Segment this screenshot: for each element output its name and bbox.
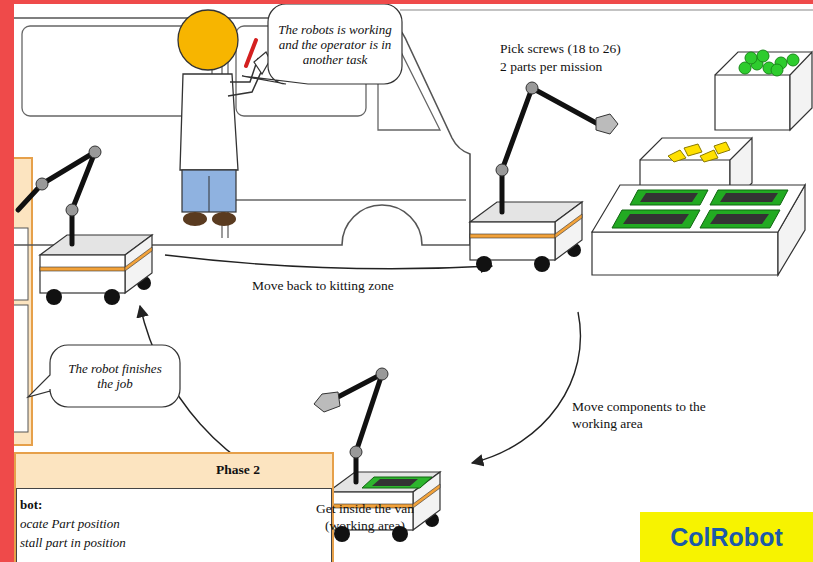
brand-box: ColRobot: [640, 512, 813, 562]
operator-head: [178, 10, 238, 70]
robot-arm: [336, 374, 382, 482]
frame-bar: [0, 0, 14, 562]
kit-tray: [700, 210, 780, 228]
operator-leg-line: [209, 176, 210, 212]
bin-front: [715, 75, 790, 130]
bin-edge: [640, 138, 752, 160]
step-item: stall part in position: [20, 533, 328, 552]
header-rule: [400, 9, 813, 10]
pcb-part: [710, 214, 769, 224]
route-arrow: [472, 312, 580, 463]
yellow-part: [684, 144, 702, 156]
operator-shirt: [180, 74, 238, 170]
step-item: ocate Part position: [20, 514, 328, 533]
robot-joint: [350, 446, 362, 458]
step-note: 2 parts per mission: [500, 58, 602, 75]
screw-ball: [787, 54, 799, 66]
operator-arm: [228, 70, 262, 96]
route-label: Move back to kitting zone: [252, 277, 394, 294]
robot-gripper: [596, 114, 618, 134]
panel-cell: [6, 228, 28, 300]
brand-name: ColRobot: [670, 523, 782, 552]
bubble-text: The robot finishes the job: [65, 361, 165, 391]
frame-bar: [0, 0, 813, 4]
robot-joint: [36, 178, 48, 190]
route-label: Move components to the working area: [572, 398, 732, 432]
phase-steps-box: bot:ocate Part positionstall part in pos…: [16, 488, 332, 562]
operator-shoe: [212, 212, 236, 226]
bubble-text: The robots is working and the operator i…: [273, 22, 397, 67]
yellow-part: [668, 150, 686, 162]
kit-tray: [362, 477, 432, 488]
robot-joint: [89, 146, 101, 158]
step-heading: bot:: [20, 495, 328, 514]
step-note: Pick screws (18 to 26): [500, 40, 621, 57]
kit-tray: [612, 210, 700, 228]
bubble-shape: [242, 4, 402, 84]
phase-heading: Phase 2: [216, 462, 260, 478]
route-arrow: [165, 255, 492, 269]
phase-box: Phase 2 bot:ocate Part positionstall part…: [14, 452, 334, 562]
screw-ball: [745, 52, 757, 64]
robot-joint: [376, 368, 388, 380]
speech-bubble: The robot finishes the job: [50, 345, 180, 407]
bin-front: [592, 232, 778, 275]
robot-arm: [502, 88, 598, 212]
panel-cell: [6, 305, 28, 432]
marker-pen: [246, 40, 256, 66]
robot-joint: [496, 164, 508, 176]
pcb-part: [623, 214, 689, 224]
bubble-shape: [28, 345, 180, 407]
speech-bubble: The robots is working and the operator i…: [268, 4, 402, 84]
mobile-robot-base: [470, 202, 582, 272]
robot-arm: [18, 152, 95, 244]
robot-gripper: [314, 392, 340, 412]
yellow-part: [700, 150, 718, 162]
screw-ball: [757, 50, 769, 62]
operator-jeans: [182, 170, 236, 212]
pcb-part: [720, 193, 778, 202]
route-label: Get inside the van (working area): [300, 500, 430, 534]
screw-ball: [771, 64, 783, 76]
mobile-robot-base: [40, 235, 152, 305]
yellow-part: [714, 142, 730, 154]
robot-joint: [66, 204, 78, 216]
robot-joint: [526, 82, 538, 94]
pcb-part: [640, 193, 698, 202]
kit-tray: [710, 190, 788, 205]
van-sill-line: [228, 199, 466, 200]
pcb-part: [372, 479, 418, 486]
kit-tray: [630, 190, 708, 205]
bin-top: [592, 185, 805, 232]
operator-shoe: [183, 212, 207, 226]
